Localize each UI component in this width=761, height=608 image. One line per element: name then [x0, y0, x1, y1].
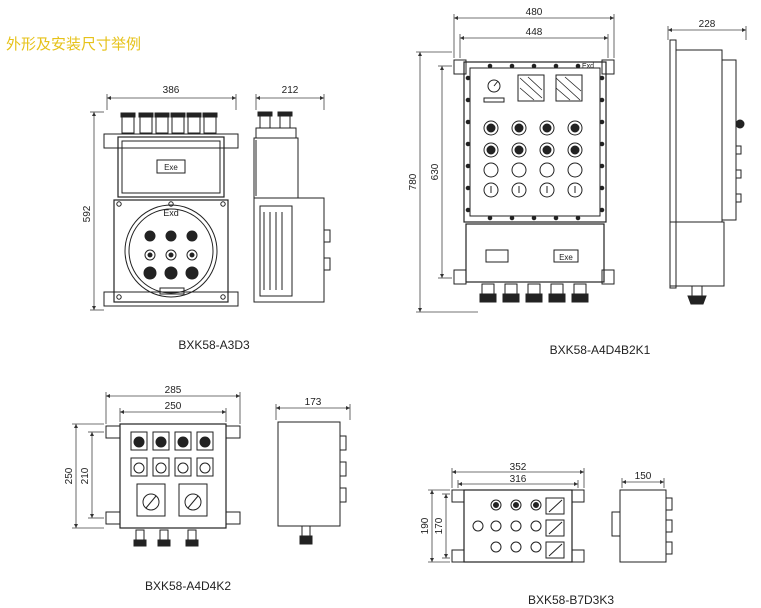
- dim-a4d4k2-mount-height: 210: [80, 467, 91, 484]
- top-glands: [120, 112, 218, 134]
- mark-exe: Exe: [164, 163, 178, 172]
- model-a3d3-name: BXK58-A3D3: [178, 338, 250, 352]
- dim-a4d4b2k1-mount-height: 630: [430, 163, 441, 180]
- dim-b7d3k3-overall-width: 352: [510, 462, 527, 473]
- model-a4d4k2-dims: [72, 392, 351, 529]
- model-a3d3-dims: [90, 94, 325, 311]
- model-b7d3k3-side-view: [611, 489, 673, 563]
- dim-a4d4b2k1-mount-width: 448: [526, 27, 543, 38]
- mark-exd: Exd: [582, 63, 594, 70]
- dim-b7d3k3-mount-width: 316: [510, 474, 527, 485]
- model-b7d3k3-dims: [428, 468, 665, 563]
- model-a4d4k2-name: BXK58-A4D4K2: [145, 579, 231, 593]
- mark-exe: Exe: [559, 253, 573, 262]
- dim-a4d4k2-overall-width: 285: [165, 385, 182, 396]
- dim-a4d4b2k1-overall-width: 480: [526, 7, 543, 18]
- model-b7d3k3-front-view: [451, 489, 585, 563]
- model-a4d4b2k1-front-view: [453, 59, 615, 303]
- model-b7d3k3-name: BXK58-B7D3K3: [528, 593, 614, 607]
- model-a4d4k2-side-view: [277, 421, 347, 545]
- mark-exd: Exd: [163, 208, 179, 218]
- dim-a3d3-width: 386: [163, 85, 180, 96]
- dim-b7d3k3-depth: 150: [635, 471, 652, 482]
- model-a3d3-front-view: [103, 112, 239, 307]
- model-a3d3-side-view: [253, 111, 331, 303]
- dim-a4d4b2k1-depth: 228: [699, 19, 716, 30]
- dim-a3d3-height: 592: [82, 205, 93, 222]
- model-a4d4b2k1-side-view: [669, 39, 745, 305]
- dim-a4d4k2-mount-width: 250: [165, 401, 182, 412]
- page-title: 外形及安装尺寸举例: [6, 35, 142, 53]
- dim-a4d4k2-height: 250: [64, 467, 75, 484]
- model-a4d4k2-front-view: [105, 423, 241, 547]
- model-a4d4b2k1-dims: [416, 14, 747, 313]
- dim-a4d4b2k1-height: 780: [408, 173, 419, 190]
- dim-b7d3k3-mount-height: 170: [434, 517, 445, 534]
- model-a4d4b2k1-name: BXK58-A4D4B2K1: [550, 343, 651, 357]
- dim-a3d3-depth: 212: [282, 85, 299, 96]
- dim-b7d3k3-height: 190: [420, 517, 431, 534]
- dim-a4d4k2-depth: 173: [305, 397, 322, 408]
